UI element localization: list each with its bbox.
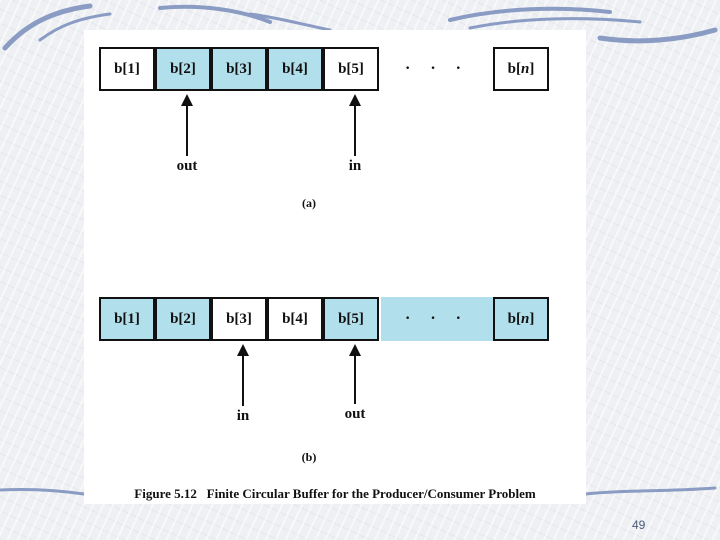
buffer-cell-a-3: b[3] bbox=[211, 47, 267, 91]
ellipsis: · · · bbox=[404, 310, 469, 327]
buffer-cell-a-5: b[5] bbox=[323, 47, 379, 91]
pointer-b-out: out bbox=[335, 344, 375, 423]
cell-label: b[n] bbox=[507, 310, 535, 327]
buffer-row-a: b[1] b[2] b[3] b[4] b[5] · · · b[n] bbox=[99, 47, 551, 109]
cell-label: b[2] bbox=[170, 310, 196, 327]
sublabel-a: (a) bbox=[302, 196, 316, 210]
up-arrow-icon bbox=[237, 344, 249, 406]
decorative-swoosh-top bbox=[2, 3, 718, 51]
pointer-a-out: out bbox=[167, 94, 207, 175]
page-number: 49 bbox=[632, 518, 646, 532]
buffer-cell-b-5: b[5] bbox=[323, 297, 379, 341]
sublabel-b: (b) bbox=[301, 450, 317, 464]
pointer-a-in: in bbox=[335, 94, 375, 175]
pointer-label: out bbox=[176, 158, 198, 174]
cell-label: b[5] bbox=[338, 60, 364, 77]
cell-label: b[3] bbox=[226, 60, 252, 77]
buffer-cell-b-4: b[4] bbox=[267, 297, 323, 341]
buffer-cell-b-1: b[1] bbox=[99, 297, 155, 341]
cell-label: b[2] bbox=[170, 60, 196, 77]
buffer-gap-b: · · · bbox=[381, 297, 493, 341]
buffer-cell-a-4: b[4] bbox=[267, 47, 323, 91]
pointer-label: in bbox=[348, 158, 362, 174]
up-arrow-icon bbox=[349, 94, 361, 156]
cell-label: b[5] bbox=[338, 310, 364, 327]
cell-label: b[1] bbox=[114, 310, 140, 327]
ellipsis: · · · bbox=[404, 60, 469, 77]
cell-label: b[4] bbox=[282, 310, 308, 327]
buffer-row-b: b[1] b[2] b[3] b[4] b[5] · · · b[n] bbox=[99, 297, 551, 359]
buffer-cell-b-3: b[3] bbox=[211, 297, 267, 341]
pointer-label: out bbox=[344, 406, 366, 422]
up-arrow-icon bbox=[181, 94, 193, 156]
buffer-cell-a-n: b[n] bbox=[493, 47, 549, 91]
cell-label: b[1] bbox=[114, 60, 140, 77]
figure-caption: Figure 5.12 Finite Circular Buffer for t… bbox=[134, 486, 536, 501]
pointer-b-in: in bbox=[223, 344, 263, 425]
cell-label: b[3] bbox=[226, 310, 252, 327]
up-arrow-icon bbox=[349, 344, 361, 404]
buffer-cell-b-n: b[n] bbox=[493, 297, 549, 341]
buffer-cell-b-2: b[2] bbox=[155, 297, 211, 341]
buffer-cell-a-2: b[2] bbox=[155, 47, 211, 91]
cell-label: b[n] bbox=[507, 60, 535, 77]
figure-panel: b[1] b[2] b[3] b[4] b[5] · · · b[n] out … bbox=[84, 30, 586, 504]
buffer-cell-a-1: b[1] bbox=[99, 47, 155, 91]
pointer-label: in bbox=[236, 408, 250, 424]
cell-label: b[4] bbox=[282, 60, 308, 77]
buffer-gap-a: · · · bbox=[381, 47, 493, 91]
